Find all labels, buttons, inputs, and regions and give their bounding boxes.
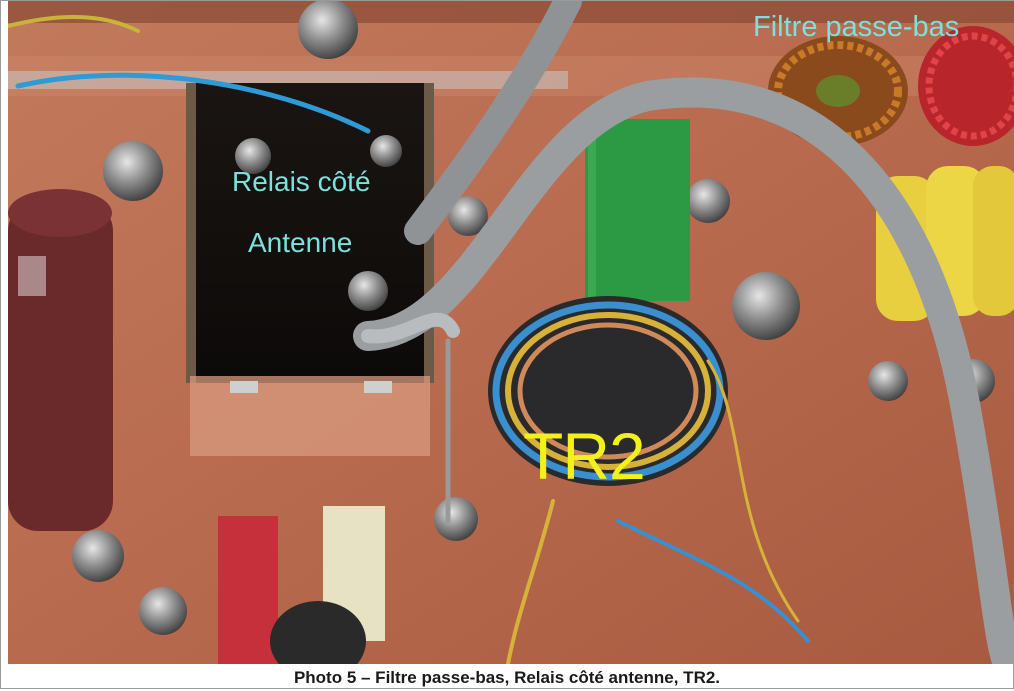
label-tr2: TR2 xyxy=(523,419,646,493)
wires xyxy=(8,1,1014,664)
label-filtre-passe-bas: Filtre passe-bas xyxy=(753,11,960,43)
label-antenne: Antenne xyxy=(248,227,353,258)
label-relais-cote: Relais côté xyxy=(232,166,371,197)
toroid-coils xyxy=(768,26,1014,146)
green-capacitor xyxy=(585,119,690,301)
photo-caption: Photo 5 – Filtre passe-bas, Relais côté … xyxy=(293,668,721,687)
black-inductor xyxy=(270,601,366,664)
tr2-transformer xyxy=(488,296,728,486)
solder-joints xyxy=(72,1,995,635)
circuit-photo: Filtre passe-bas Relais côté Antenne TR2 xyxy=(8,1,1014,664)
red-capacitor xyxy=(218,516,278,664)
antenna-relay xyxy=(186,83,434,456)
electrolytic-capacitor xyxy=(8,189,113,531)
circuit-board-illustration xyxy=(8,1,1014,664)
